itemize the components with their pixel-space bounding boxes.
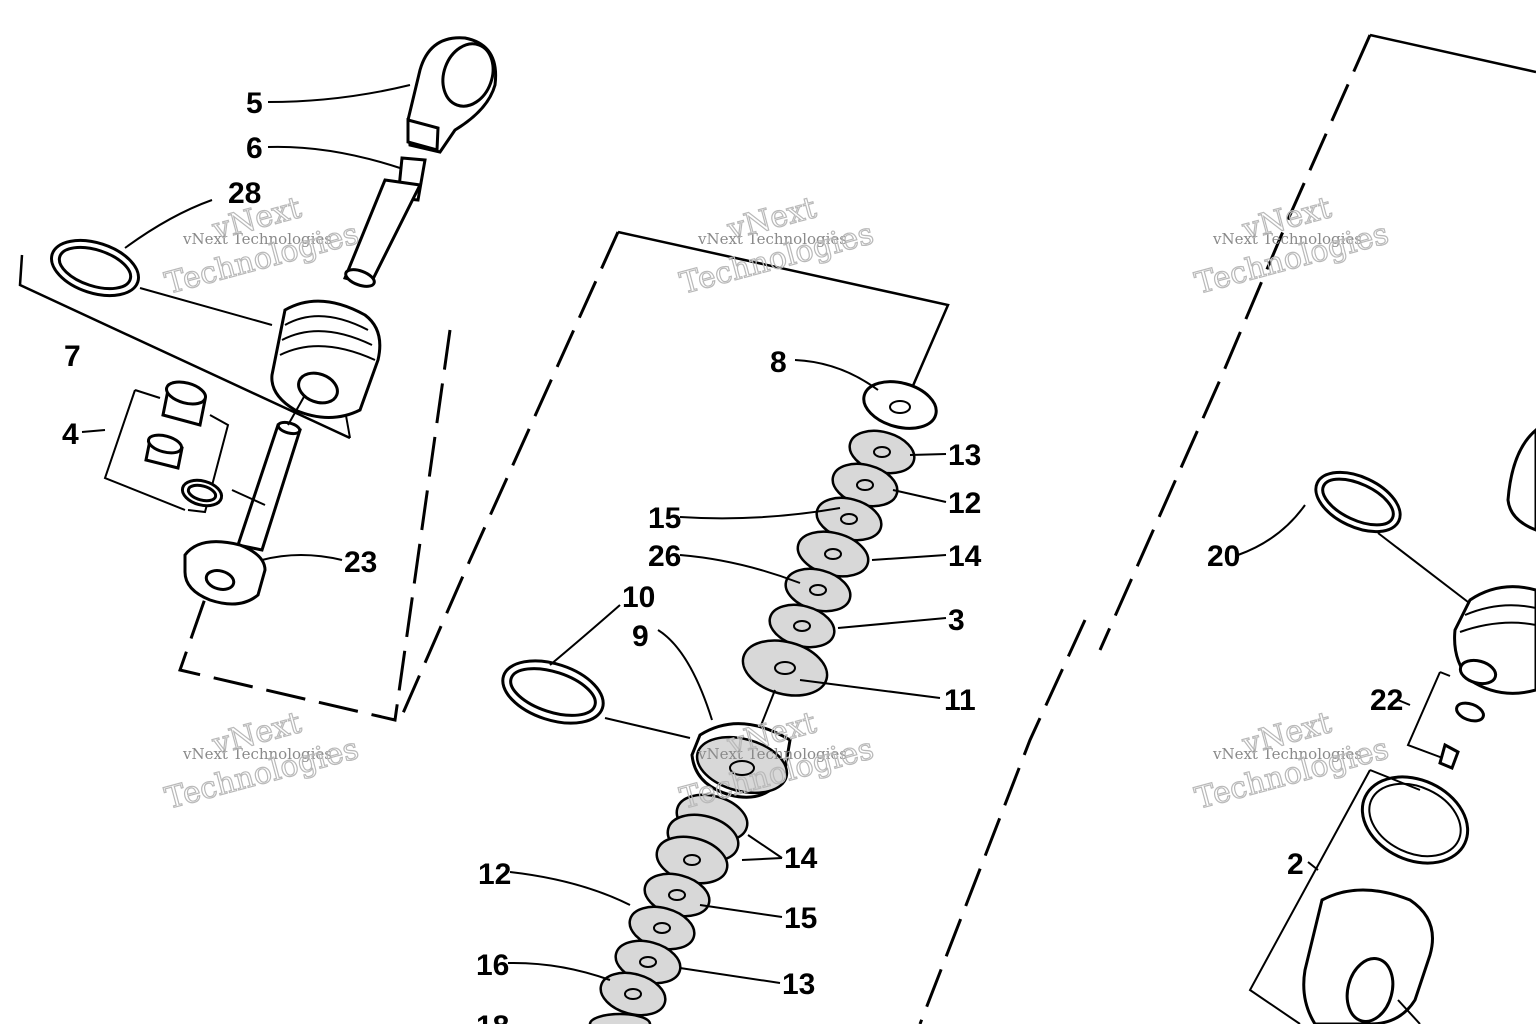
callout-12-lower: 12: [478, 858, 511, 891]
piston-part: [690, 722, 792, 799]
callout-15-lower: 15: [784, 902, 817, 935]
frame-dashed: [398, 231, 620, 721]
callout-3: 3: [948, 604, 965, 637]
callout-labels: 5 6 28 7 4 23 8 13 12 15 14 26 3 10 9 11…: [62, 87, 1403, 1024]
callout-16: 16: [476, 949, 509, 982]
watermark-text: vNext Technologies: [1212, 745, 1362, 763]
base-part: [183, 540, 267, 606]
upper-washer-stack: [741, 380, 938, 697]
callout-2: 2: [1287, 848, 1304, 881]
eye-end-part: [406, 36, 498, 154]
frame-line: [18, 254, 351, 440]
frame-dashed: [918, 619, 1087, 1024]
shaft-part: [342, 156, 427, 288]
leader-lines: [81, 84, 1421, 1024]
cap-part: [270, 299, 382, 419]
callout-14-lower: 14: [784, 842, 818, 875]
lower-washer-stack: [588, 793, 749, 1024]
callout-7: 7: [64, 340, 81, 373]
watermark-bottom-center: vNext Technologies vNext Technologies: [676, 705, 878, 817]
callout-11: 11: [944, 684, 976, 717]
screw-set-part: [1406, 671, 1485, 770]
callout-15-upper: 15: [648, 502, 681, 535]
callout-8: 8: [770, 346, 787, 379]
callout-22: 22: [1370, 684, 1403, 717]
callout-13-lower: 13: [782, 968, 815, 1001]
gland-part: [1453, 585, 1536, 695]
watermark-bottom-right: vNext Technologies vNext Technologies: [1191, 705, 1393, 817]
frame-dashed: [178, 329, 452, 722]
left-assembly: [18, 36, 498, 722]
callout-13-upper: 13: [948, 439, 981, 472]
axis-line: [759, 689, 776, 729]
callout-10: 10: [622, 581, 655, 614]
callout-23: 23: [344, 546, 377, 579]
end-cap-part: [1248, 769, 1434, 1024]
center-assembly: [398, 230, 1087, 1024]
band-ring-part: [1314, 470, 1469, 603]
watermark-text: vNext Technologies: [182, 745, 332, 763]
bushing-set-part: [103, 380, 230, 514]
body-part: [1506, 428, 1536, 532]
frame-line: [617, 230, 950, 389]
watermark-text: vNext Technologies: [697, 745, 847, 763]
watermark-text: vNext Technologies: [697, 230, 847, 248]
callout-6: 6: [246, 132, 263, 165]
callout-14-upper: 14: [948, 540, 982, 573]
callout-26: 26: [648, 540, 681, 573]
seal-ring-part: [50, 238, 140, 298]
watermark-text: vNext Technologies: [182, 230, 332, 248]
watermark-bottom-left: vNext Technologies vNext Technologies: [161, 705, 363, 817]
callout-20: 20: [1207, 540, 1240, 573]
callout-4: 4: [62, 418, 79, 451]
watermark-top-right: vNext Technologies vNext Technologies: [1191, 190, 1393, 302]
wear-ring-part: [501, 659, 691, 739]
right-assembly: [1098, 33, 1536, 1024]
callout-18: 18: [476, 1010, 509, 1024]
callout-9: 9: [632, 620, 649, 653]
callout-5: 5: [246, 87, 263, 120]
watermark-text: vNext Technologies: [1212, 230, 1362, 248]
rod-part: [231, 394, 306, 552]
callout-28: 28: [228, 177, 261, 210]
frame-dashed: [1098, 34, 1372, 651]
frame-line: [1369, 33, 1536, 74]
callout-12-upper: 12: [948, 487, 981, 520]
cap-ring-part: [1360, 775, 1470, 865]
